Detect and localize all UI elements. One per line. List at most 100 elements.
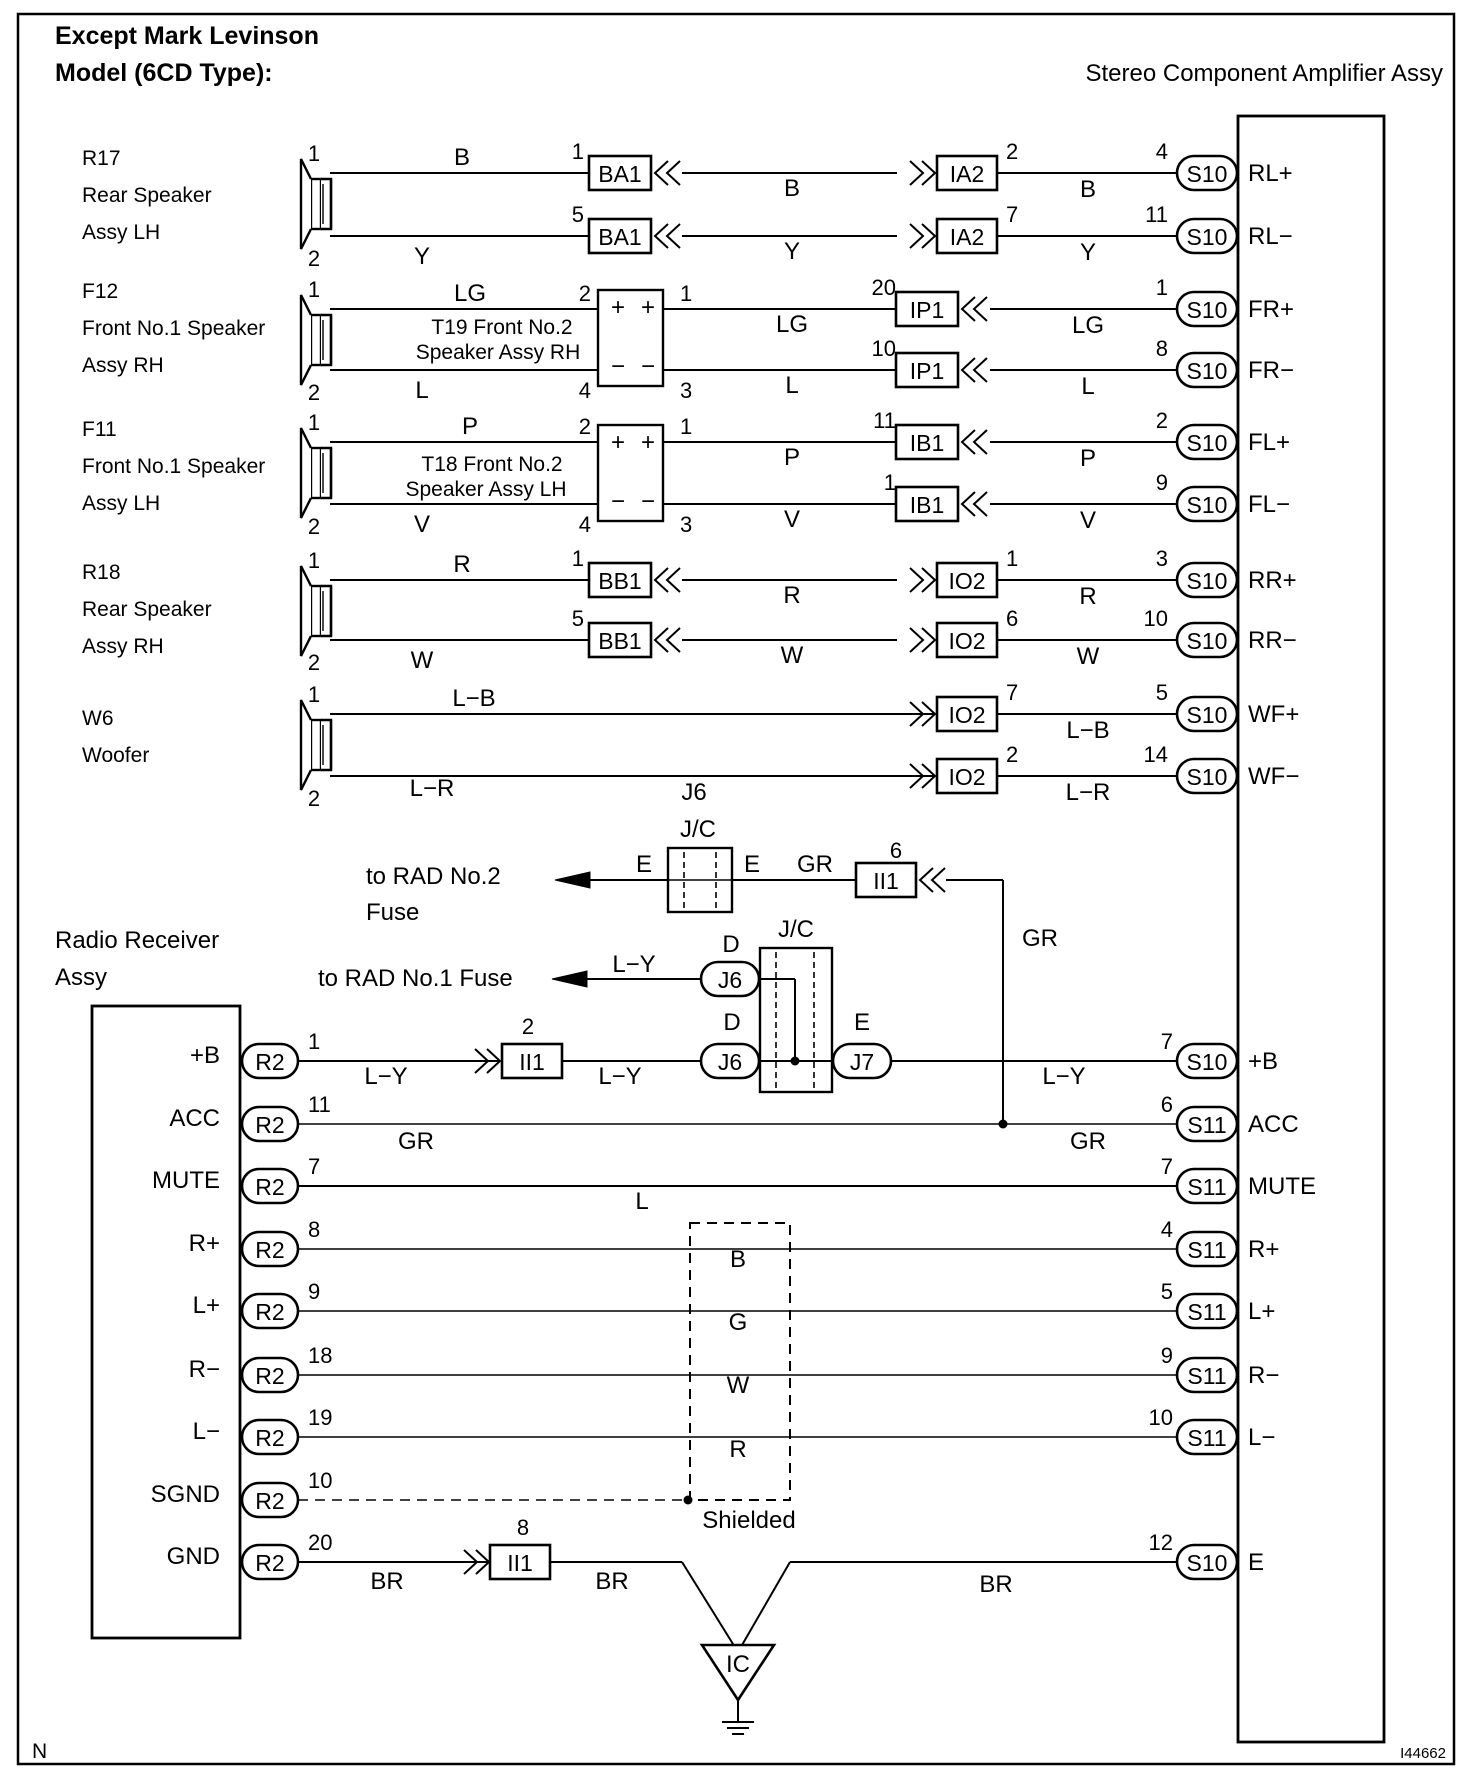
c2-5-body (894, 485, 960, 523)
jc-top-label: J/C (680, 816, 716, 843)
speaker-icon-0 (299, 157, 333, 251)
amp-conn-r-6: S11 (1175, 1418, 1239, 1456)
c2-1-body (935, 217, 999, 255)
radio-conn-6-label: R2 (255, 1425, 284, 1451)
amp-wire-9: L−R (1066, 779, 1111, 806)
tweeter-minus-a-1: − (611, 488, 625, 515)
c1-pin-6: 1 (572, 546, 584, 571)
c2-7: IO2 (935, 621, 999, 659)
shield-wire-5: W (727, 1372, 750, 1399)
sp-wire-3: L (415, 377, 428, 404)
amp-conn-r-4-label: S11 (1187, 1299, 1226, 1325)
c1-1-body (587, 217, 653, 255)
component-id-0: R17 (82, 147, 121, 170)
amp-conn-r-1-label: S11 (1187, 1112, 1226, 1138)
amp-term-0: RL+ (1248, 160, 1293, 187)
c2-3: IP1 (894, 351, 960, 389)
footer-right: I44662 (1400, 1745, 1446, 1762)
ii1-r0-label: II1 (519, 1049, 545, 1075)
chev-c2-6 (909, 567, 937, 593)
amp-term-3: FR− (1248, 357, 1294, 384)
amp-term-7: RR− (1248, 627, 1297, 654)
outer-border (16, 12, 1456, 1766)
amp-conn-r-4: S11 (1175, 1292, 1239, 1330)
jc-mid-label: J/C (778, 916, 814, 943)
radio-conn-3-label: R2 (255, 1237, 284, 1263)
wire-m-r2: L (635, 1188, 648, 1215)
radio-term-4: L+ (193, 1292, 220, 1319)
amp-conn-8-label: S10 (1187, 702, 1228, 728)
component-name2-2: Assy LH (82, 492, 160, 515)
amp-conn-r-8-label: S10 (1187, 1550, 1228, 1576)
radio-conn-7: R2 (240, 1481, 300, 1519)
c2-pin-0: 2 (1006, 139, 1018, 164)
c2-7-label: IO2 (948, 628, 985, 654)
sp-pin-2: 1 (308, 277, 320, 302)
amp-term-r-0: +B (1248, 1048, 1278, 1075)
amp-term-8: WF+ (1248, 701, 1299, 728)
c1-7-label: BB1 (598, 628, 641, 654)
c2-0-body (935, 154, 999, 192)
shielded-label: Shielded (702, 1507, 795, 1534)
amp-pin-7: 10 (1144, 606, 1168, 631)
shield-wire-6: R (729, 1436, 746, 1463)
tweeter-plus-a-0: + (611, 294, 625, 321)
c2-5: IB1 (894, 485, 960, 523)
amp-pin-r-0: 7 (1161, 1029, 1173, 1054)
c1-0-label: BA1 (598, 161, 641, 187)
speaker-icon-2 (299, 426, 333, 520)
amp-conn-r-3-label: S11 (1187, 1237, 1226, 1263)
component-name2-3: Assy RH (82, 635, 164, 658)
mid-wire-4: P (784, 444, 800, 471)
amp-conn-6-label: S10 (1187, 568, 1228, 594)
c2-9-label: IO2 (948, 764, 985, 790)
radio-conn-1-label: R2 (255, 1112, 284, 1138)
amp-pin-2: 1 (1156, 275, 1168, 300)
c1-1: BA1 (587, 217, 653, 255)
radio-conn-6: R2 (240, 1418, 300, 1456)
amp-wire-6: R (1079, 583, 1096, 610)
radio-conn-5: R2 (240, 1356, 300, 1394)
c1-pin-0: 1 (572, 139, 584, 164)
c1-1-label: BA1 (598, 224, 641, 250)
amp-conn-6: S10 (1175, 561, 1239, 599)
c1-7: BB1 (587, 621, 653, 659)
amp-term-r-1: ACC (1248, 1111, 1299, 1138)
e-j7: E (854, 1009, 870, 1036)
amp-wire-0: B (1080, 176, 1096, 203)
c2-pin-1: 7 (1006, 202, 1018, 227)
chev-c2-8 (909, 701, 937, 727)
amp-term-2: FR+ (1248, 296, 1294, 323)
speaker-icon-1 (299, 293, 333, 387)
tweeter-name2-1: Speaker Assy LH (405, 478, 566, 501)
c2-4: IB1 (894, 423, 960, 461)
j6-top: J6 (699, 960, 761, 998)
tw-pin-out-4: 1 (680, 414, 692, 439)
radio-conn-0-label: R2 (255, 1049, 284, 1075)
sp-wire-0: B (454, 144, 470, 171)
jc-mid-splice (790, 1056, 800, 1066)
amp-pin-6: 3 (1156, 546, 1168, 571)
tw-pin-in-4: 2 (579, 414, 591, 439)
mid-wire-1: Y (784, 238, 800, 265)
tweeter-name2-0: Speaker Assy RH (416, 341, 581, 364)
amp-pin-3: 8 (1156, 336, 1168, 361)
component-name2-0: Assy LH (82, 221, 160, 244)
radio-term-0: +B (190, 1042, 220, 1069)
tweeter-minus-b-0: − (641, 353, 655, 380)
tw-pin-out-2: 1 (680, 281, 692, 306)
c2-6: IO2 (935, 561, 999, 599)
c2-pin-6: 1 (1006, 546, 1018, 571)
c1-0-body (587, 154, 653, 192)
amp-conn-4: S10 (1175, 423, 1239, 461)
ly-wire-top: L−Y (612, 951, 655, 978)
c2-pin-2: 20 (872, 275, 896, 300)
amp-conn-r-2: S11 (1175, 1167, 1239, 1205)
tweeter-box-0 (596, 288, 665, 388)
chev-c2-9 (909, 763, 937, 789)
splice-sgnd (683, 1495, 693, 1505)
amp-pin-1: 11 (1145, 202, 1168, 227)
extra-9: J6 (681, 779, 706, 806)
amp-conn-5: S10 (1175, 485, 1239, 523)
rad1-label: to RAD No.1 Fuse (318, 965, 513, 992)
